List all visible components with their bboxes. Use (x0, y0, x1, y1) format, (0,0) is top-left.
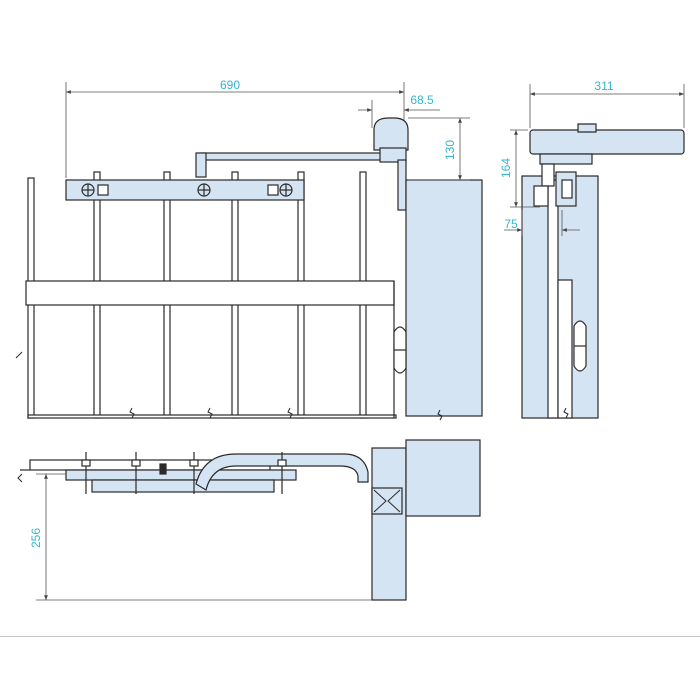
dim-label-130: 130 (443, 140, 457, 160)
dim-label-256: 256 (29, 528, 43, 548)
front-dimensions (65, 82, 470, 181)
dim-label-311: 311 (594, 79, 613, 93)
plan-post-column (371, 447, 407, 601)
side-hinge (573, 320, 587, 372)
plan-view (17, 439, 481, 601)
side-view (521, 123, 685, 419)
dim-label-75: 75 (504, 217, 518, 231)
dimension-labels: 690 68.5 130 311 164 75 256 (29, 78, 614, 548)
bracket-bolts (81, 183, 293, 197)
plan-dimensions (36, 473, 372, 601)
dim-label-690: 690 (220, 78, 240, 92)
plan-bolts (81, 452, 287, 494)
side-dimensions (504, 84, 685, 236)
side-operator (529, 123, 685, 207)
operator-head (373, 117, 409, 211)
gate-rail (25, 280, 395, 306)
dim-label-68-5: 68.5 (410, 93, 434, 107)
side-gate-leaf (547, 179, 559, 419)
page-divider (0, 636, 700, 637)
gate-post (405, 179, 483, 417)
dim-label-164: 164 (499, 158, 513, 178)
front-view (15, 117, 483, 421)
plan-operator-box (405, 439, 481, 517)
mounting-bracket (65, 179, 305, 201)
operator-arm (199, 152, 391, 161)
post-hinge (393, 326, 407, 374)
plan-curved-arm (195, 453, 369, 491)
